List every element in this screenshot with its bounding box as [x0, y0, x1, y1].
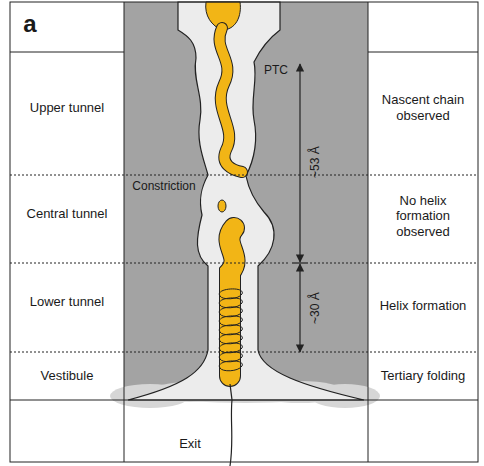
exit-tunnel	[128, 2, 364, 400]
row-divider	[10, 175, 478, 352]
helix-turn	[219, 289, 242, 299]
helix-turn	[219, 334, 242, 344]
row-label: Central tunnel	[17, 206, 117, 222]
helix-turn	[219, 343, 242, 353]
table-grid	[10, 2, 478, 462]
exit-line	[230, 400, 232, 466]
helix-turn	[219, 361, 242, 371]
dimension-label: ~30 Å	[308, 278, 322, 338]
helix-turn	[219, 325, 242, 335]
row-note: No helix formation observed	[373, 193, 473, 240]
row-note: Tertiary folding	[373, 368, 473, 384]
site-label: Constriction	[128, 179, 200, 193]
helix-turn	[219, 298, 242, 308]
helix-turn	[219, 352, 242, 362]
nascent-chain	[206, 2, 243, 400]
row-note: Helix formation	[373, 298, 473, 314]
dimension-arrow	[292, 64, 308, 352]
dimension-label: ~53 Å	[308, 132, 322, 192]
grey-column	[124, 2, 368, 400]
panel-letter: a	[15, 10, 45, 39]
row-label: Lower tunnel	[17, 294, 117, 310]
row-label: Vestibule	[17, 368, 117, 384]
exit-label: Exit	[165, 436, 215, 452]
row-note: Nascent chain observed	[373, 92, 473, 123]
site-label: PTC	[259, 63, 293, 77]
row-label: Upper tunnel	[17, 100, 117, 116]
helix-turn	[219, 316, 242, 326]
helix-turn	[219, 307, 242, 317]
